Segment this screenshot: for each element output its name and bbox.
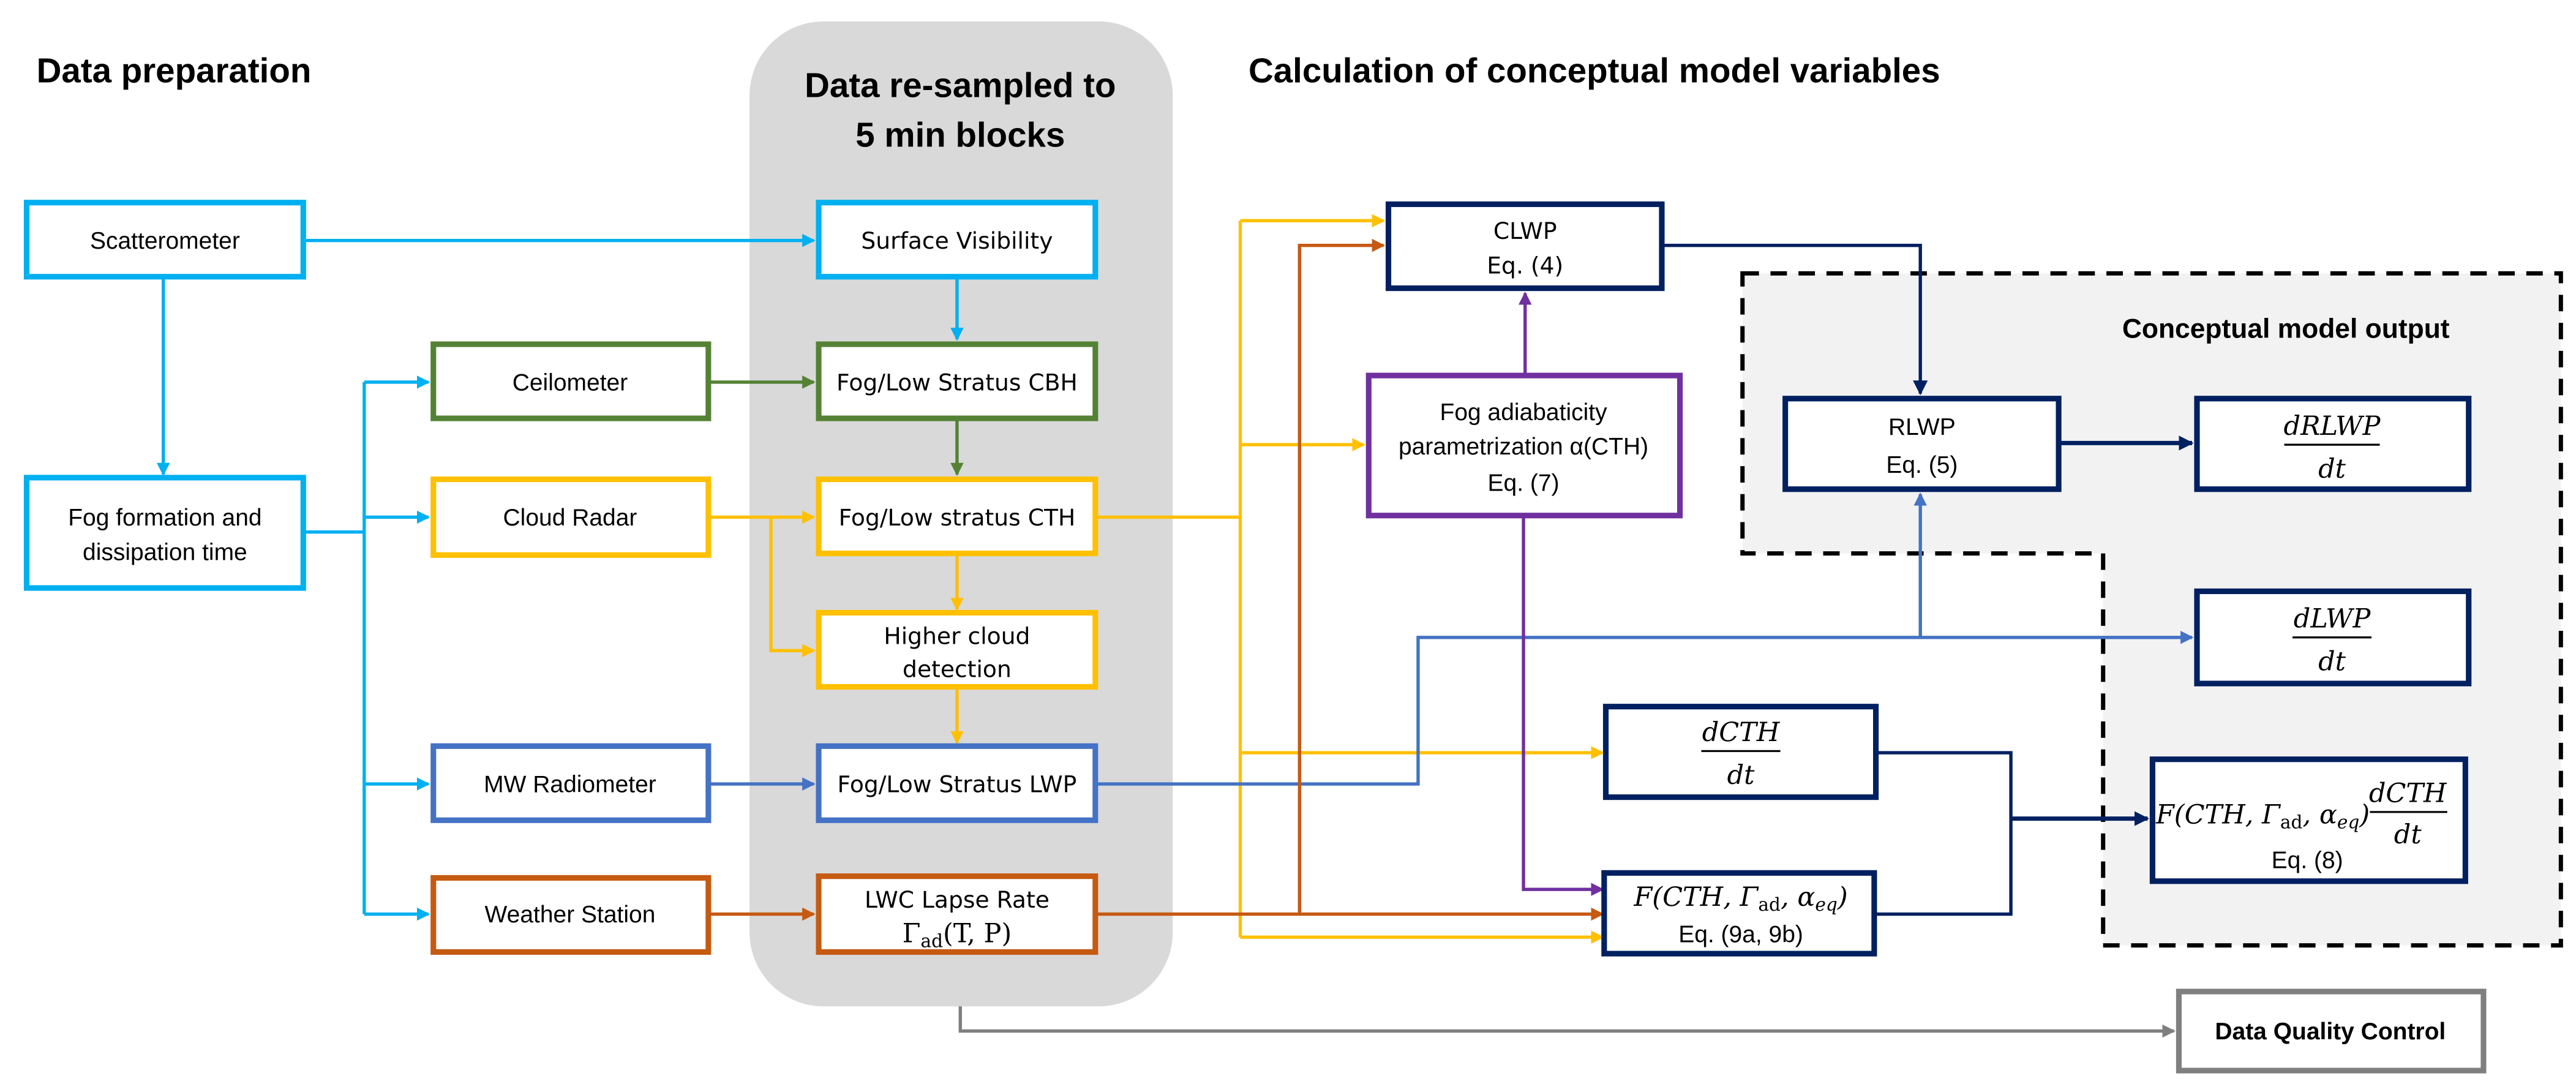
heading-data-preparation: Data preparation bbox=[37, 51, 312, 89]
scatterometer-label: Scatterometer bbox=[90, 228, 240, 254]
drlwp-numerator: dRLWP bbox=[2284, 411, 2381, 442]
lapse-rate-formula: Γad(T, P) bbox=[903, 918, 1012, 951]
mw-radiometer-label: MW Radiometer bbox=[484, 772, 656, 798]
heading-resampled-line1: Data re-sampled to bbox=[805, 66, 1116, 105]
f-dcth-numerator: dCTH bbox=[2369, 778, 2447, 809]
heading-output: Conceptual model output bbox=[2122, 314, 2450, 344]
higher-cloud-label-line2: detection bbox=[903, 655, 1012, 682]
box-cth[interactable]: Fog/Low stratus CTH bbox=[816, 476, 1098, 557]
wires-purple bbox=[1519, 292, 1604, 896]
wires-navy bbox=[1661, 244, 2194, 916]
box-adiabaticity[interactable]: Fog adiabaticity parametrization α(CTH) … bbox=[1365, 372, 1683, 519]
dlwp-numerator: dLWP bbox=[2294, 604, 2371, 634]
data-quality-control-label: Data Quality Control bbox=[2215, 1019, 2446, 1045]
wires-light-blue bbox=[156, 233, 964, 921]
wires-gray bbox=[958, 1006, 2176, 1038]
f-dcth-denominator: dt bbox=[2394, 819, 2422, 850]
box-f-function[interactable]: F(CTH, Γad, αeq) Eq. (9a, 9b) bbox=[1601, 870, 1877, 957]
dcth-denominator: dt bbox=[1727, 760, 1756, 791]
rlwp-label: RLWP bbox=[1888, 414, 1956, 440]
box-drlwp-dt[interactable]: dRLWP dt bbox=[2194, 396, 2472, 492]
box-mw-radiometer[interactable]: MW Radiometer bbox=[430, 743, 712, 823]
dlwp-denominator: dt bbox=[2318, 647, 2346, 677]
cloud-radar-label: Cloud Radar bbox=[503, 505, 637, 531]
box-cloud-radar[interactable]: Cloud Radar bbox=[430, 476, 712, 558]
f-function-formula: F(CTH, Γad, αeq) bbox=[1633, 882, 1847, 915]
box-clwp[interactable]: CLWP Eq. (4) bbox=[1385, 201, 1665, 292]
box-rlwp[interactable]: RLWP Eq. (5) bbox=[1782, 396, 2062, 492]
box-dlwp-dt[interactable]: dLWP dt bbox=[2194, 588, 2472, 687]
box-f-dcth-dt[interactable]: F(CTH, Γad, αeq) dCTH dt Eq. (8) bbox=[2149, 756, 2468, 884]
dcth-numerator: dCTH bbox=[1702, 717, 1781, 748]
higher-cloud-label-line1: Higher cloud bbox=[884, 623, 1030, 650]
rlwp-eq: Eq. (5) bbox=[1886, 452, 1958, 478]
fog-time-label-line2: dissipation time bbox=[83, 539, 247, 565]
box-lapse-rate[interactable]: LWC Lapse Rate Γad(T, P) bbox=[816, 873, 1098, 955]
lapse-rate-label: LWC Lapse Rate bbox=[865, 886, 1050, 913]
f-dcth-eq: Eq. (8) bbox=[2272, 847, 2343, 873]
weather-station-label: Weather Station bbox=[485, 902, 656, 928]
adiabaticity-eq: Eq. (7) bbox=[1488, 470, 1560, 496]
box-dcth-dt[interactable]: dCTH dt bbox=[1602, 704, 1879, 800]
lwp-label: Fog/Low Stratus LWP bbox=[838, 771, 1077, 798]
heading-resampled-line2: 5 min blocks bbox=[855, 115, 1065, 154]
wires-green bbox=[708, 375, 964, 476]
box-ceilometer[interactable]: Ceilometer bbox=[430, 341, 712, 421]
ceilometer-label: Ceilometer bbox=[513, 369, 628, 396]
box-cbh[interactable]: Fog/Low Stratus CBH bbox=[816, 341, 1098, 421]
wires-medium-blue bbox=[708, 492, 2194, 791]
drlwp-denominator: dt bbox=[2318, 454, 2346, 484]
box-lwp[interactable]: Fog/Low Stratus LWP bbox=[816, 743, 1098, 823]
clwp-label: CLWP bbox=[1493, 217, 1557, 244]
box-data-quality-control[interactable]: Data Quality Control bbox=[2176, 988, 2487, 1074]
surface-visibility-label: Surface Visibility bbox=[861, 227, 1053, 254]
box-higher-cloud[interactable]: Higher cloud detection bbox=[816, 609, 1098, 690]
heading-calculation: Calculation of conceptual model variable… bbox=[1249, 51, 1940, 89]
fog-time-label-line1: Fog formation and bbox=[68, 505, 261, 531]
adiabaticity-label-line2: parametrization α(CTH) bbox=[1399, 434, 1648, 460]
cth-label: Fog/Low stratus CTH bbox=[839, 504, 1076, 531]
box-surface-visibility[interactable]: Surface Visibility bbox=[816, 200, 1098, 280]
box-scatterometer[interactable]: Scatterometer bbox=[23, 200, 306, 280]
box-weather-station[interactable]: Weather Station bbox=[430, 875, 712, 955]
f-dcth-formula: F(CTH, Γad, αeq) bbox=[2155, 800, 2370, 833]
adiabaticity-label-line1: Fog adiabaticity bbox=[1440, 399, 1608, 426]
box-fog-formation-time[interactable]: Fog formation and dissipation time bbox=[23, 475, 306, 591]
cbh-label: Fog/Low Stratus CBH bbox=[836, 369, 1078, 396]
clwp-eq: Eq. (4) bbox=[1487, 252, 1563, 279]
wires-orange bbox=[708, 238, 1604, 921]
f-function-eq: Eq. (9a, 9b) bbox=[1678, 921, 1803, 947]
